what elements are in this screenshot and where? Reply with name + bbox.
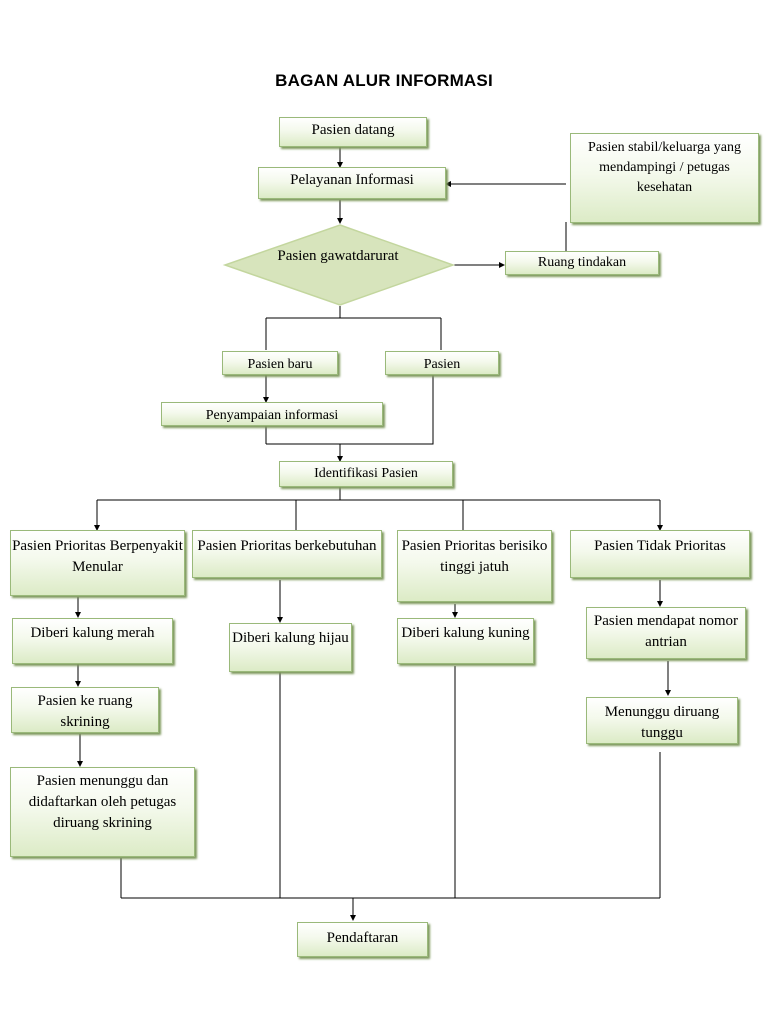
page-title: BAGAN ALUR INFORMASI bbox=[275, 71, 493, 90]
decision-gawatdarurat-label: Pasien gawatdarurat bbox=[277, 248, 399, 264]
node-pasien-stabil: Pasien stabil/keluarga yang mendampingi … bbox=[570, 133, 759, 223]
node-identifikasi-pasien: Identifikasi Pasien bbox=[279, 461, 453, 487]
decision-diamond bbox=[222, 224, 456, 306]
node-nomor-antrian: Pasien mendapat nomor antrian bbox=[586, 607, 746, 659]
node-prioritas-menular: Pasien Prioritas Berpenyakit Menular bbox=[10, 530, 185, 596]
node-didaftarkan: Pasien menunggu dan didaftarkan oleh pet… bbox=[10, 767, 195, 857]
node-kalung-kuning: Diberi kalung kuning bbox=[397, 618, 534, 664]
node-pasien-baru: Pasien baru bbox=[222, 351, 338, 375]
node-pendaftaran: Pendaftaran bbox=[297, 922, 428, 957]
node-pasien-datang: Pasien datang bbox=[279, 117, 427, 147]
node-prioritas-jatuh: Pasien Prioritas berisiko tinggi jatuh bbox=[397, 530, 552, 602]
node-kalung-hijau: Diberi kalung hijau bbox=[229, 623, 352, 672]
node-penyampaian-informasi: Penyampaian informasi bbox=[161, 402, 383, 426]
node-kalung-merah: Diberi kalung merah bbox=[12, 618, 173, 664]
node-ruang-tindakan: Ruang tindakan bbox=[505, 251, 659, 275]
node-prioritas-berkebutuhan: Pasien Prioritas berkebutuhan bbox=[192, 530, 382, 578]
node-ruang-skrining: Pasien ke ruang skrining bbox=[11, 687, 159, 733]
node-pelayanan-informasi: Pelayanan Informasi bbox=[258, 167, 446, 199]
node-tidak-prioritas: Pasien Tidak Prioritas bbox=[570, 530, 750, 578]
node-pasien: Pasien bbox=[385, 351, 499, 375]
node-menunggu-ruang-tunggu: Menunggu diruang tunggu bbox=[586, 697, 738, 744]
